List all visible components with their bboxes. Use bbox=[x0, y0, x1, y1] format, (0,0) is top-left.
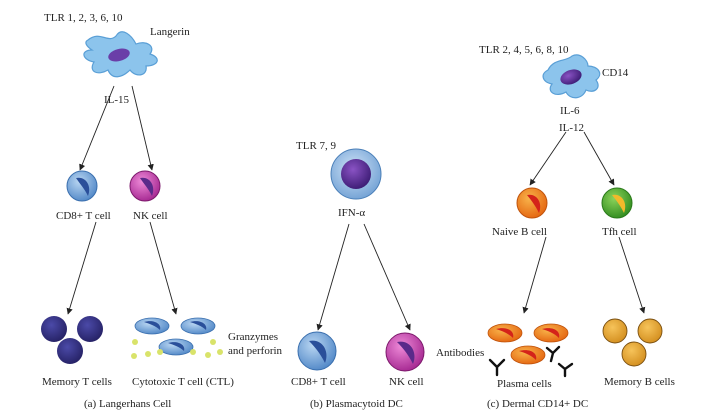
arrow-dc-to-naive-b bbox=[529, 131, 567, 186]
caption-a: (a) Langerhans Cell bbox=[84, 398, 172, 410]
memory-b-cells-label: Memory B cells bbox=[604, 376, 675, 388]
ifn-alpha-label: IFN-α bbox=[338, 207, 366, 219]
plasma-cells-icon bbox=[487, 323, 569, 365]
antibodies-label: Antibodies bbox=[436, 347, 485, 359]
memory-t-cells-icon bbox=[41, 316, 103, 364]
arrow-naive-b-to-plasma bbox=[522, 236, 547, 314]
nk-cell-icon bbox=[129, 170, 161, 202]
nk-cell-label: NK cell bbox=[133, 210, 168, 222]
caption-b: (b) Plasmacytoid DC bbox=[310, 398, 403, 410]
caption-c: (c) Dermal CD14+ DC bbox=[487, 398, 589, 410]
langerhans-cell-icon bbox=[83, 31, 158, 78]
tfh-cell-label: Tfh cell bbox=[602, 226, 637, 238]
antibody-icons bbox=[488, 345, 574, 378]
cd8-t-cell-b-icon bbox=[297, 331, 337, 371]
pdc-tlr-label: TLR 7, 9 bbox=[296, 140, 337, 152]
granzyme-granules-icon bbox=[131, 339, 223, 359]
il15-label: IL-15 bbox=[104, 94, 130, 106]
arrow-cd8-to-memory bbox=[66, 221, 97, 315]
cd8-t-cell-icon bbox=[66, 170, 98, 202]
arrow-pdc-to-cd8 bbox=[316, 223, 350, 331]
cd14-label: CD14 bbox=[602, 67, 629, 79]
memory-t-cells-label: Memory T cells bbox=[42, 376, 112, 388]
pdc-cd8-label: CD8+ T cell bbox=[291, 376, 346, 388]
arrow-nk-to-ctl bbox=[149, 221, 178, 315]
memory-b-cells-icon bbox=[602, 318, 663, 367]
naive-b-cell-icon bbox=[516, 187, 548, 219]
dc-tlr-label: TLR 2, 4, 5, 6, 8, 10 bbox=[479, 44, 569, 56]
nk-cell-b-icon bbox=[385, 332, 425, 372]
arrow-tfh-to-memory-b bbox=[618, 236, 646, 314]
ctl-cells-icon bbox=[134, 317, 216, 356]
ctl-label: Cytotoxic T cell (CTL) bbox=[132, 376, 234, 388]
cd8-t-cell-label: CD8+ T cell bbox=[56, 210, 111, 222]
arrow-lc-to-nk bbox=[131, 85, 154, 171]
il12-label: IL-12 bbox=[559, 122, 585, 134]
il6-label: IL-6 bbox=[560, 105, 580, 117]
langerin-label: Langerin bbox=[150, 26, 190, 38]
arrow-lc-to-cd8 bbox=[79, 85, 115, 171]
plasma-cells-label: Plasma cells bbox=[497, 378, 552, 390]
dermal-cd14-dc-icon bbox=[542, 54, 601, 99]
granzymes-label: Granzymes bbox=[228, 331, 279, 343]
arrow-pdc-to-nk bbox=[363, 223, 411, 331]
naive-b-cell-label: Naive B cell bbox=[492, 226, 547, 238]
arrow-dc-to-tfh bbox=[583, 131, 615, 186]
lc-tlr-label: TLR 1, 2, 3, 6, 10 bbox=[44, 12, 123, 24]
plasmacytoid-dc-icon bbox=[330, 148, 382, 200]
pdc-nk-label: NK cell bbox=[389, 376, 424, 388]
perforin-label: and perforin bbox=[228, 345, 283, 357]
tfh-cell-icon bbox=[601, 187, 633, 219]
